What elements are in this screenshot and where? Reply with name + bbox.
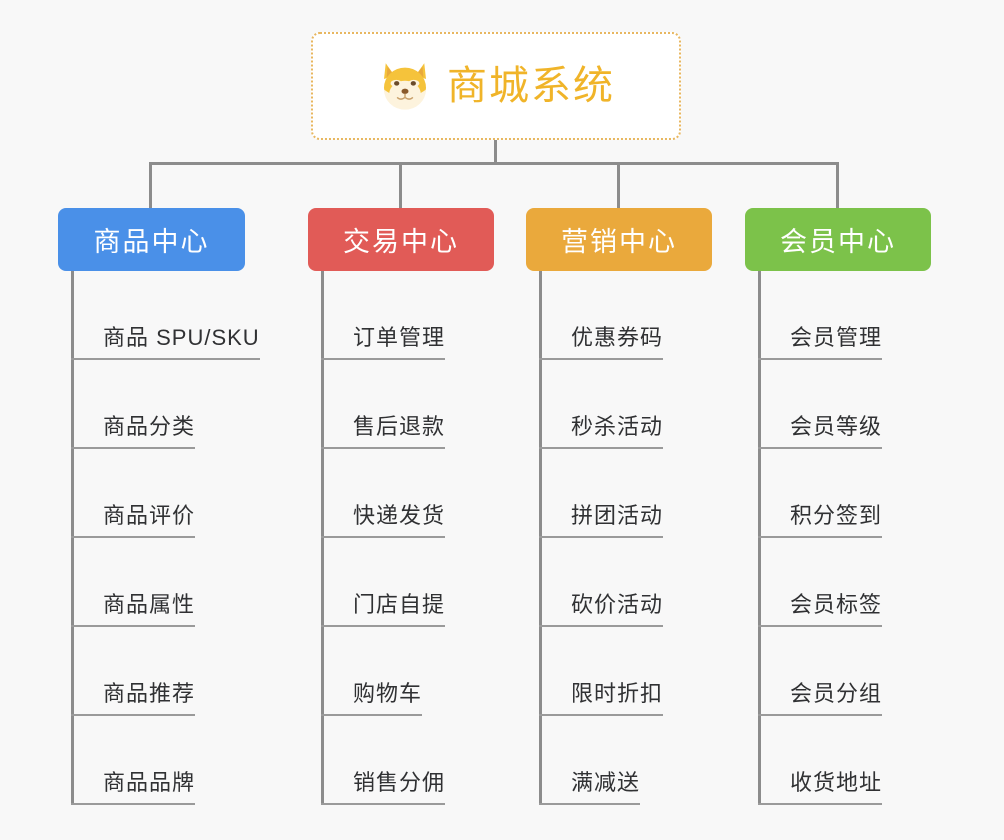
category-header-4[interactable]: 会员中心 <box>745 208 931 271</box>
category-rail-1 <box>71 271 74 805</box>
leaf-item[interactable]: 商品推荐 <box>71 627 292 716</box>
leaf-list-1: 商品 SPU/SKU 商品分类商品评价商品属性商品推荐商品品牌 <box>71 271 292 805</box>
leaf-item-label: 秒杀活动 <box>539 416 664 449</box>
connector-drop-3 <box>617 162 620 209</box>
leaf-item-label: 商品品牌 <box>71 772 196 805</box>
leaf-item-label: 限时折扣 <box>539 683 664 716</box>
leaf-item[interactable]: 会员等级 <box>758 360 914 449</box>
leaf-list-4: 会员管理会员等级积分签到会员标签会员分组收货地址 <box>758 271 914 805</box>
leaf-item[interactable]: 拼团活动 <box>539 449 695 538</box>
leaf-item-label: 商品推荐 <box>71 683 196 716</box>
leaf-item-label: 积分签到 <box>758 505 883 538</box>
root-node-mall-system[interactable]: 商城系统 <box>311 32 681 140</box>
leaf-item[interactable]: 满减送 <box>539 716 695 805</box>
leaf-item-label: 商品属性 <box>71 594 196 627</box>
category-rail-3 <box>539 271 542 805</box>
leaf-item[interactable]: 积分签到 <box>758 449 914 538</box>
leaf-item[interactable]: 快递发货 <box>321 449 477 538</box>
category-header-label: 会员中心 <box>780 227 896 257</box>
category-column-3: 营销中心优惠券码秒杀活动拼团活动砍价活动限时折扣满减送 <box>526 208 712 805</box>
leaf-item[interactable]: 订单管理 <box>321 271 477 360</box>
leaf-item[interactable]: 收货地址 <box>758 716 914 805</box>
root-node-title: 商城系统 <box>447 64 615 108</box>
category-rail-4 <box>758 271 761 805</box>
connector-horizontal-bus <box>149 162 839 165</box>
leaf-item-label: 购物车 <box>321 683 423 716</box>
category-header-label: 交易中心 <box>343 227 459 257</box>
leaf-item[interactable]: 会员标签 <box>758 538 914 627</box>
leaf-item[interactable]: 售后退款 <box>321 360 477 449</box>
leaf-item-label: 拼团活动 <box>539 505 664 538</box>
leaf-item[interactable]: 商品 SPU/SKU <box>71 271 292 360</box>
connector-root-stem <box>494 140 497 164</box>
leaf-item-label: 满减送 <box>539 772 641 805</box>
connector-drop-4 <box>836 162 839 209</box>
leaf-item-label: 会员标签 <box>758 594 883 627</box>
leaf-item-label: 快递发货 <box>321 505 446 538</box>
leaf-item-label: 订单管理 <box>321 327 446 360</box>
leaf-item[interactable]: 销售分佣 <box>321 716 477 805</box>
leaf-item[interactable]: 会员分组 <box>758 627 914 716</box>
leaf-item-label: 门店自提 <box>321 594 446 627</box>
leaf-item-label: 商品分类 <box>71 416 196 449</box>
leaf-item[interactable]: 商品品牌 <box>71 716 292 805</box>
category-header-2[interactable]: 交易中心 <box>308 208 494 271</box>
leaf-item[interactable]: 优惠券码 <box>539 271 695 360</box>
category-column-4: 会员中心会员管理会员等级积分签到会员标签会员分组收货地址 <box>745 208 931 805</box>
category-rail-2 <box>321 271 324 805</box>
leaf-item-label: 优惠券码 <box>539 327 664 360</box>
category-header-3[interactable]: 营销中心 <box>526 208 712 271</box>
leaf-item[interactable]: 砍价活动 <box>539 538 695 627</box>
leaf-item[interactable]: 限时折扣 <box>539 627 695 716</box>
leaf-item-label: 砍价活动 <box>539 594 664 627</box>
category-column-2: 交易中心订单管理售后退款快递发货门店自提购物车销售分佣 <box>308 208 494 805</box>
leaf-item[interactable]: 门店自提 <box>321 538 477 627</box>
leaf-item-label: 会员分组 <box>758 683 883 716</box>
leaf-item[interactable]: 购物车 <box>321 627 477 716</box>
leaf-item[interactable]: 商品分类 <box>71 360 292 449</box>
leaf-list-3: 优惠券码秒杀活动拼团活动砍价活动限时折扣满减送 <box>539 271 695 805</box>
leaf-item-label: 商品评价 <box>71 505 196 538</box>
leaf-item-label: 商品 SPU/SKU <box>71 327 260 360</box>
leaf-item-label: 会员管理 <box>758 327 883 360</box>
leaf-item-label: 会员等级 <box>758 416 883 449</box>
connector-drop-2 <box>399 162 402 209</box>
leaf-list-2: 订单管理售后退款快递发货门店自提购物车销售分佣 <box>321 271 477 805</box>
leaf-item-label: 售后退款 <box>321 416 446 449</box>
category-header-label: 商品中心 <box>93 227 210 257</box>
leaf-item[interactable]: 商品评价 <box>71 449 292 538</box>
leaf-item[interactable]: 商品属性 <box>71 538 292 627</box>
connector-drop-1 <box>149 162 152 209</box>
leaf-item[interactable]: 会员管理 <box>758 271 914 360</box>
category-header-label: 营销中心 <box>561 227 677 257</box>
category-header-1[interactable]: 商品中心 <box>58 208 245 271</box>
leaf-item[interactable]: 秒杀活动 <box>539 360 695 449</box>
category-column-1: 商品中心商品 SPU/SKU 商品分类商品评价商品属性商品推荐商品品牌 <box>58 208 260 805</box>
leaf-item-label: 收货地址 <box>758 772 883 805</box>
leaf-item-label: 销售分佣 <box>321 772 446 805</box>
shiba-inu-dog-face-icon <box>384 63 426 110</box>
